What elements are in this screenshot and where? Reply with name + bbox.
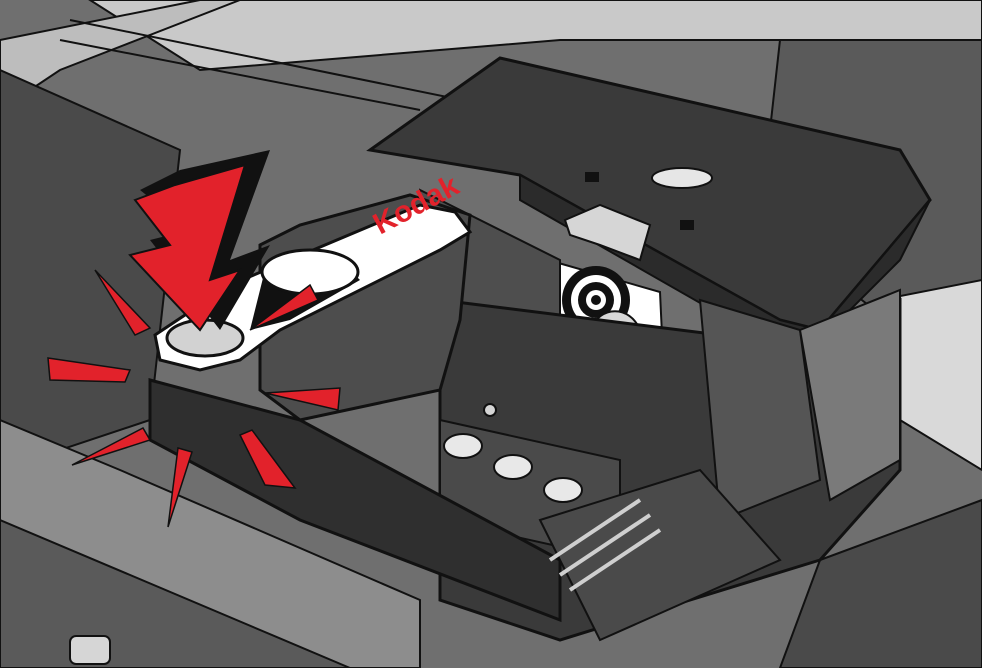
down-arrow-icon	[128, 150, 270, 332]
click-burst-icon	[47, 269, 341, 528]
